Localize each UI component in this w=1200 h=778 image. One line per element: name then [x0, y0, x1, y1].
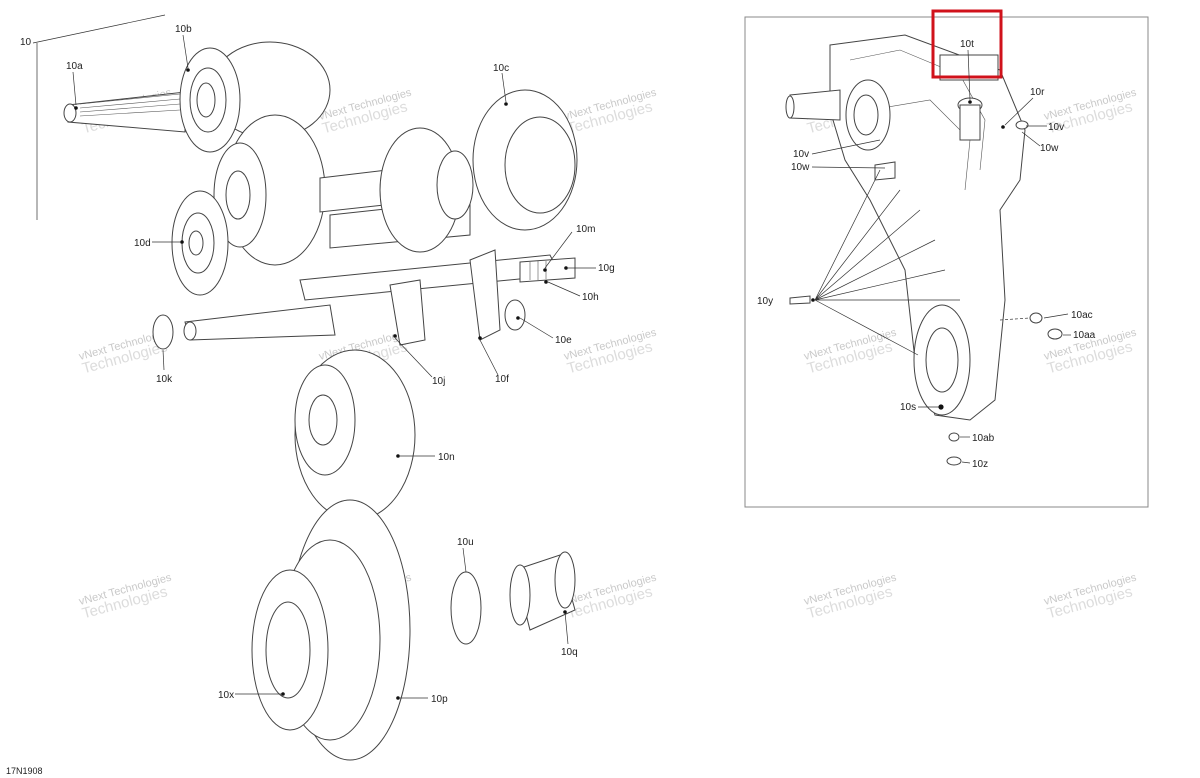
- gear-10b: [179, 41, 331, 153]
- gear-cluster-left: [171, 114, 326, 296]
- input-shaft-10a: [63, 91, 186, 133]
- gear-10n: [294, 349, 416, 521]
- label-10c: 10c: [493, 63, 509, 74]
- label-10v-right: 10v: [1048, 122, 1064, 133]
- label-10e: 10e: [555, 335, 572, 346]
- shift-fork-assembly: [183, 249, 576, 346]
- label-10d: 10d: [134, 238, 151, 249]
- washer-10ac: [1029, 312, 1043, 324]
- label-10v-left: 10v: [793, 149, 809, 160]
- label-10n: 10n: [438, 452, 455, 463]
- label-10b: 10b: [175, 24, 192, 35]
- label-10j: 10j: [432, 376, 445, 387]
- label-10m: 10m: [576, 224, 595, 235]
- gear-10p: [251, 499, 411, 761]
- label-10r: 10r: [1030, 87, 1045, 98]
- label-10u: 10u: [457, 537, 474, 548]
- label-10h: 10h: [582, 292, 599, 303]
- label-10q: 10q: [561, 647, 578, 658]
- label-10w-right: 10w: [1040, 143, 1059, 154]
- bushing-10q: [509, 551, 576, 631]
- label-10ab: 10ab: [972, 433, 995, 444]
- label-10z: 10z: [972, 459, 988, 470]
- label-10: 10: [20, 37, 32, 48]
- label-10s: 10s: [900, 402, 916, 413]
- label-10x: 10x: [218, 690, 234, 701]
- screw-10y: [789, 295, 811, 305]
- label-10p: 10p: [431, 694, 448, 705]
- label-10ac: 10ac: [1071, 310, 1093, 321]
- diagram-code: 17N1908: [6, 766, 43, 776]
- housing-inset: 10t 10r 10v 10w 10v 10w 10y 10ac 10aa 10…: [744, 9, 1149, 508]
- label-10aa: 10aa: [1073, 330, 1096, 341]
- screw-10z: [946, 456, 962, 466]
- label-10a: 10a: [66, 61, 83, 72]
- label-10t: 10t: [960, 39, 974, 50]
- highlight-box-10t: [931, 9, 1003, 79]
- gearbox-housing: [785, 34, 1029, 421]
- label-10f: 10f: [495, 374, 509, 385]
- oring-10u: [450, 571, 482, 645]
- bolt-10aa: [1047, 328, 1063, 340]
- label-10y: 10y: [757, 296, 773, 307]
- gear-10c: [379, 89, 578, 253]
- label-10g: 10g: [598, 263, 615, 274]
- label-10w-left: 10w: [791, 162, 810, 173]
- washer-10ab: [948, 432, 960, 442]
- oring-10k: [152, 314, 174, 350]
- label-10k: 10k: [156, 374, 173, 385]
- exploded-gear-assembly: 10 10a 10b 10c 10d 10m 10g 10h 10e 10f 1…: [20, 14, 615, 761]
